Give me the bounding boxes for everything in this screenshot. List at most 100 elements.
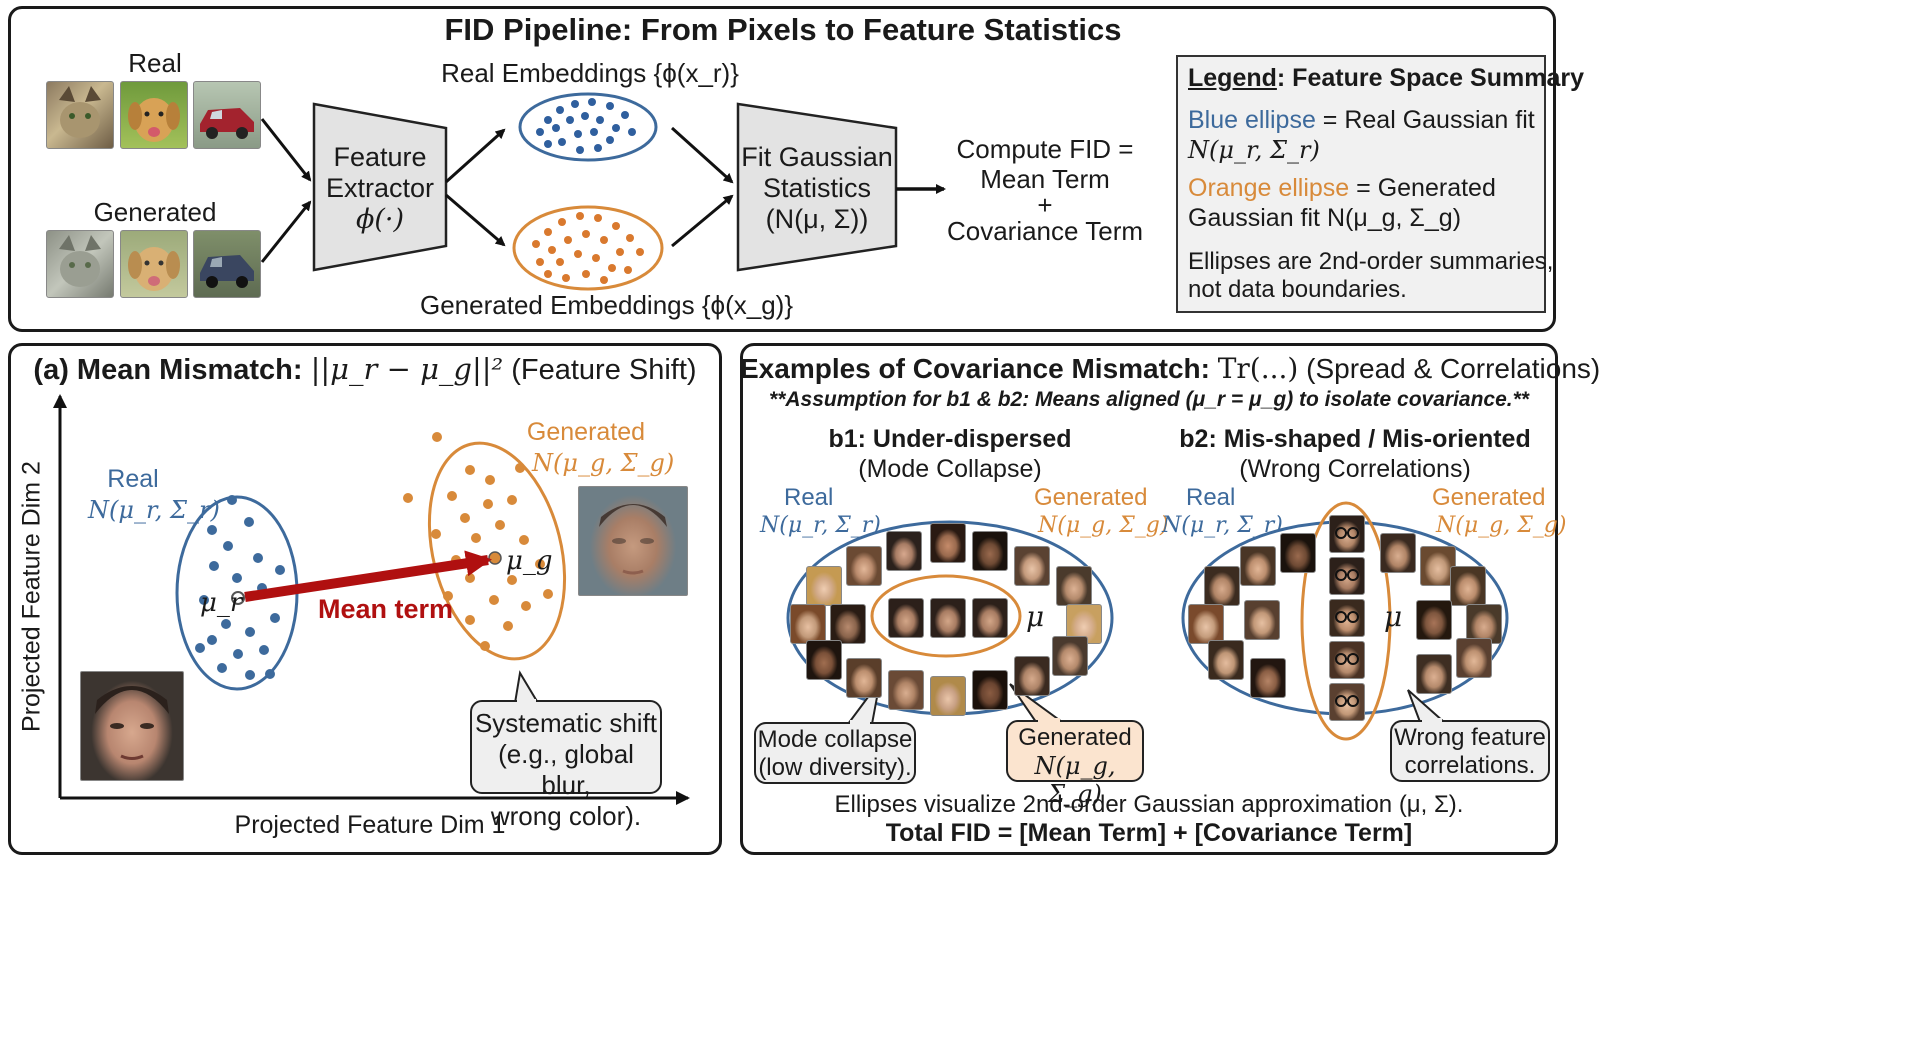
shift-line2: (e.g., global blur, xyxy=(498,739,634,800)
face-photo xyxy=(1250,658,1286,698)
legend-blue-word: Blue ellipse xyxy=(1188,106,1316,134)
generated-embedding-dots xyxy=(532,212,644,284)
car-photo xyxy=(193,81,261,149)
real-points xyxy=(195,495,285,680)
b2-real-label: Real xyxy=(1186,484,1236,511)
generated-images-label: Generated xyxy=(93,197,217,227)
generated-bubble: Generated N(μ_g, Σ_g) xyxy=(1006,720,1144,808)
compute-line3: Covariance Term xyxy=(946,216,1144,246)
compute-fid-label: Compute FID = Mean Term + Covariance Ter… xyxy=(945,134,1145,246)
face-photo xyxy=(1056,566,1092,606)
face-photo xyxy=(1204,566,1240,606)
face-photo xyxy=(806,640,842,680)
real-embeddings-ellipse xyxy=(518,92,658,162)
legend-blue-formula: N(μ_r, Σ_r) xyxy=(1188,136,1320,164)
shift-bubble-tail-cover xyxy=(517,699,536,704)
face-photo xyxy=(846,658,882,698)
generated-blurry-face-photo xyxy=(578,486,688,596)
face-photo xyxy=(888,670,924,710)
face-photo xyxy=(1416,600,1452,640)
extractor-line2: Extractor xyxy=(325,173,435,203)
generated-label-a: Generated xyxy=(526,418,646,446)
face-photo xyxy=(1416,654,1452,694)
x-axis-label: Projected Feature Dim 1 xyxy=(234,811,506,839)
gen-bubble-line1: Generated xyxy=(1018,724,1132,751)
extractor-line1: Feature xyxy=(333,142,427,172)
glasses-face-photo xyxy=(1329,515,1365,553)
face-photo xyxy=(830,604,866,644)
glasses-face-photo xyxy=(1329,683,1365,721)
pipeline-title: FID Pipeline: From Pixels to Feature Sta… xyxy=(444,12,1122,47)
extractor-line3: ϕ(·) xyxy=(355,204,405,235)
b2-generated-formula: N(μ_g, Σ_g) xyxy=(1436,513,1567,538)
real-images-label: Real xyxy=(128,48,182,78)
panel-b-title: Examples of Covariance Mismatch: Tr(...)… xyxy=(740,352,1600,385)
compute-line2: Mean Term xyxy=(980,164,1110,194)
compute-plus: + xyxy=(1037,190,1053,220)
mu-g-label: μ_g xyxy=(506,546,553,576)
face-photo xyxy=(930,676,966,716)
generated-formula-a: N(μ_g, Σ_g) xyxy=(532,449,675,477)
legend-blue-rest: = Real Gaussian fit xyxy=(1315,106,1535,134)
face-photo xyxy=(1380,533,1416,573)
face-photo xyxy=(846,546,882,586)
b1-real-formula: N(μ_r, Σ_r) xyxy=(760,513,881,538)
fit-gaussian-box xyxy=(736,102,898,272)
real-embeddings-label: Real Embeddings {ϕ(x_r)} xyxy=(441,58,739,88)
b2-generated-label: Generated xyxy=(1432,484,1546,511)
legend-title-rest: : Feature Space Summary xyxy=(1276,64,1584,92)
legend-blue-line: Blue ellipse = Real Gaussian fit xyxy=(1188,106,1535,135)
legend-orange-rest: = Generated xyxy=(1349,174,1496,202)
wrong-bubble-tail-cover xyxy=(1422,718,1442,723)
real-formula-a: N(μ_r, Σ_r) xyxy=(88,496,220,524)
face-photo xyxy=(1014,656,1050,696)
mean-term-arrow xyxy=(244,550,492,602)
fit-line1: Fit Gaussian xyxy=(741,142,893,172)
glasses-face-photo xyxy=(1329,641,1365,679)
mean-mismatch-plot xyxy=(53,394,690,805)
face-photo xyxy=(930,523,966,563)
footer-approximation: Ellipses visualize 2nd-order Gaussian ap… xyxy=(834,791,1464,818)
mode-bubble-tail-cover xyxy=(850,720,870,725)
mode-line1: Mode collapse xyxy=(757,726,913,753)
car-photo xyxy=(193,230,261,298)
face-photo xyxy=(806,566,842,606)
face-photo xyxy=(886,531,922,571)
fit-gaussian-label: Fit Gaussian Statistics (N(μ, Σ)) xyxy=(738,142,896,235)
panel-b-title-formula: Tr(...) xyxy=(1217,352,1299,385)
mu-r-point xyxy=(231,591,245,605)
legend-title: Legend: Feature Space Summary xyxy=(1188,64,1584,93)
cat-photo xyxy=(46,81,114,149)
systematic-shift-bubble: Systematic shift (e.g., global blur, wro… xyxy=(470,700,662,831)
generated-points xyxy=(403,432,553,651)
compute-line1: Compute FID = xyxy=(956,134,1134,164)
glasses-face-photo xyxy=(1329,599,1365,637)
legend-orange-line2: Gaussian fit N(μ_g, Σ_g) xyxy=(1188,204,1462,232)
legend-title-word: Legend xyxy=(1188,64,1277,92)
real-label-a: Real xyxy=(107,465,159,493)
panel-b-title-rest: (Spread & Correlations) xyxy=(1306,353,1601,384)
face-photo xyxy=(1456,638,1492,678)
panel-a-title-bold: (a) Mean Mismatch: xyxy=(33,354,303,386)
shift-line3: wrong color). xyxy=(490,801,642,831)
gen-bubble-line2: N(μ_g, Σ_g) xyxy=(1034,752,1116,808)
face-photo xyxy=(1280,533,1316,573)
gen-bubble-tail-cover xyxy=(1038,718,1060,723)
fit-line3: (N(μ, Σ)) xyxy=(765,204,869,234)
wrong-correlations-bubble: Wrong feature correlations. xyxy=(1390,720,1550,782)
real-face-photo xyxy=(80,671,184,781)
face-photo xyxy=(1188,604,1224,644)
fit-line2: Statistics xyxy=(762,173,872,203)
panel-a-title-formula: ||μ_r − μ_g||² xyxy=(310,352,504,386)
face-photo xyxy=(1208,640,1244,680)
legend-note1: Ellipses are 2nd-order summaries, xyxy=(1188,248,1554,275)
mu-r-label: μ_r xyxy=(200,588,243,618)
real-embedding-dots xyxy=(536,98,636,154)
footer-total-fid: Total FID = [Mean Term] + [Covariance Te… xyxy=(885,819,1413,847)
wrong-line1: Wrong feature xyxy=(1394,724,1546,751)
generated-embeddings-label: Generated Embeddings {ϕ(x_g)} xyxy=(420,290,794,320)
mode-collapse-bubble: Mode collapse (low diversity). xyxy=(754,722,916,784)
b1-generated-ellipse xyxy=(870,574,1022,658)
face-photo xyxy=(1014,546,1050,586)
face-photo xyxy=(790,604,826,644)
